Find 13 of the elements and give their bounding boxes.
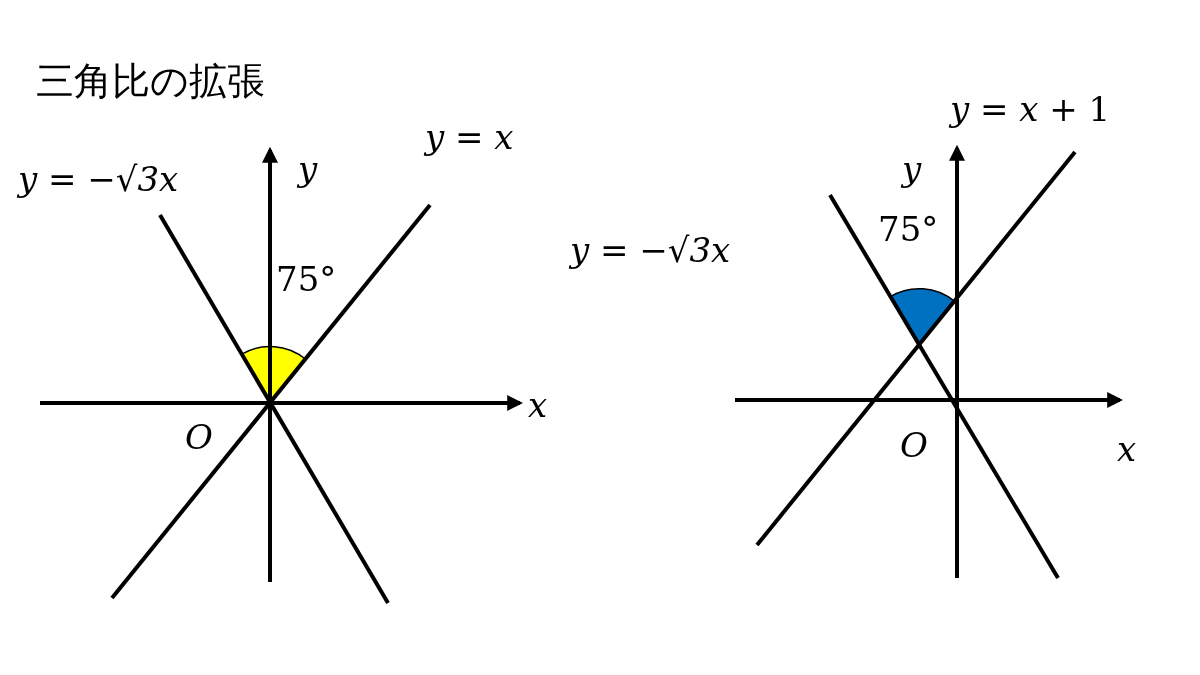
- equation-label: y = x + 1: [950, 92, 1111, 126]
- equation-label: y = −√3x: [570, 233, 731, 267]
- origin-label: O: [185, 420, 213, 454]
- angle-label: 75°: [276, 262, 337, 296]
- origin-label: O: [900, 428, 928, 462]
- axis-label: x: [1117, 432, 1137, 466]
- equation-label: y = x: [425, 120, 514, 154]
- angle-label: 75°: [878, 212, 939, 246]
- title: 三角比の拡張: [36, 62, 265, 100]
- axis-label: y: [902, 152, 922, 186]
- axis-label: x: [528, 388, 548, 422]
- axis-label: y: [298, 152, 318, 186]
- equation-label: y = −√3x: [18, 162, 179, 196]
